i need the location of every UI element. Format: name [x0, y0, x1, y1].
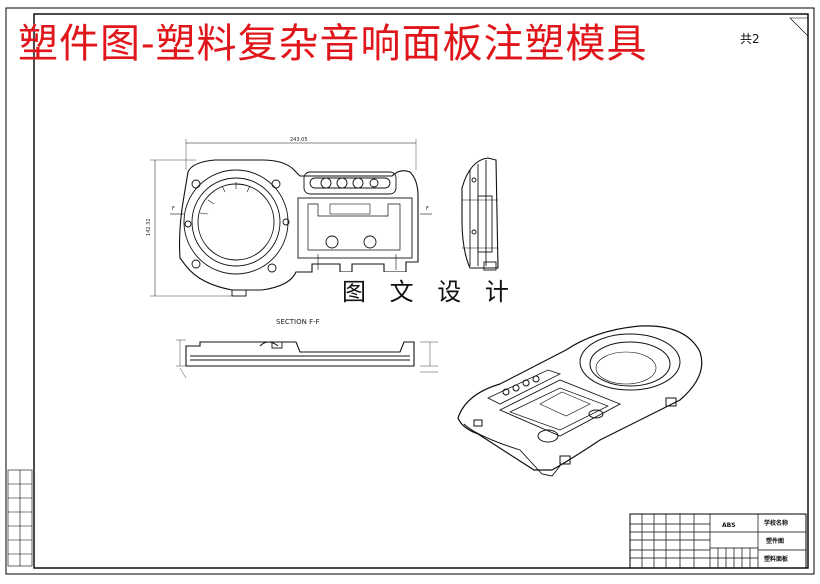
isometric-view	[457, 325, 703, 477]
inner-border	[33, 13, 809, 569]
title-block-school: 学校名称	[764, 519, 788, 527]
title-block-part-name: 塑料面板	[764, 555, 789, 563]
section-view	[176, 339, 438, 373]
cut-label-left: F	[172, 206, 175, 212]
side-view	[461, 157, 499, 271]
title-block-material: ABS	[722, 522, 736, 529]
dim-width-label: 243.05	[290, 137, 308, 143]
dim-height-label: 142.32	[146, 219, 152, 237]
drawing-title: 塑件图-塑料复杂音响面板注塑模具	[18, 21, 648, 67]
left-margin-table	[7, 469, 33, 567]
section-label: SECTION F-F	[276, 318, 320, 326]
corner-mark	[789, 17, 809, 37]
section-leader	[179, 367, 187, 379]
outer-frame	[5, 7, 815, 575]
cut-label-right: F	[426, 206, 429, 212]
sheet-count: 共2	[740, 32, 760, 46]
title-block	[629, 513, 807, 569]
front-view	[150, 139, 432, 297]
watermark-text: 图 文 设 计	[338, 272, 521, 307]
title-block-drawing-type: 塑件图	[766, 537, 784, 545]
